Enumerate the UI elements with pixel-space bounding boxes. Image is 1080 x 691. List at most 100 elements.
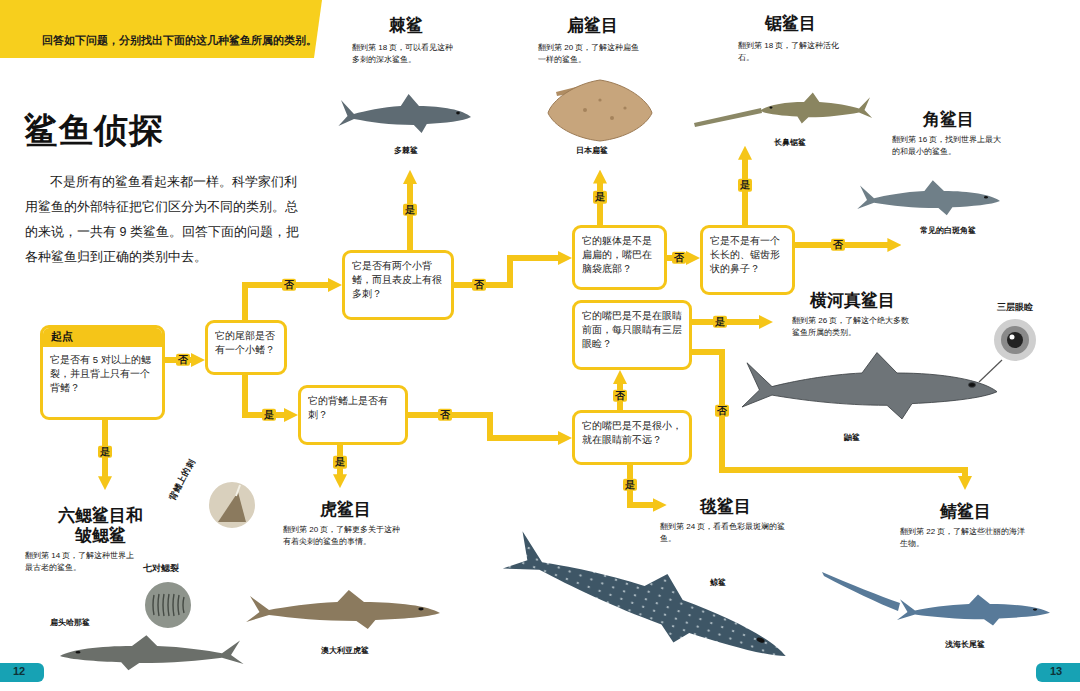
question-box: 它是不是有一个长长的、锯齿形状的鼻子？ bbox=[700, 225, 795, 295]
start-tag: 起点 bbox=[43, 328, 162, 347]
question-box: 起点它是否有 5 对以上的鳃裂，并且背上只有一个背鳍？ bbox=[40, 325, 165, 420]
callout-label: 三层眼睑 bbox=[997, 302, 1033, 314]
category-note: 翻到第 18 页，了解这种活化石。 bbox=[738, 40, 842, 64]
page-number: 13 bbox=[1050, 665, 1062, 677]
category-circle: 角鲨目翻到第 16 页，找到世界上最大的和最小的鲨鱼。常见的白斑角鲨 bbox=[868, 100, 1028, 260]
gill-zoom bbox=[144, 581, 192, 629]
edge-label: 是 bbox=[262, 409, 276, 421]
sixgill-shark-figure bbox=[60, 635, 244, 670]
category-heading: 毯鲨目 bbox=[630, 497, 820, 517]
category-note: 翻到第 18 页，可以看见这种多刺的深水鲨鱼。 bbox=[352, 42, 460, 66]
intro-paragraph: 不是所有的鲨鱼看起来都一样。科学家们利用鲨鱼的外部特征把它们区分为不同的类别。总… bbox=[25, 170, 303, 270]
circle-fill bbox=[630, 485, 820, 675]
edge-label: 否 bbox=[176, 354, 190, 366]
edge-label: 是 bbox=[403, 204, 417, 216]
species-caption: 澳大利亚虎鲨 bbox=[253, 646, 437, 656]
edge-label: 否 bbox=[472, 279, 486, 291]
species-caption: 鼬鲨 bbox=[762, 433, 942, 443]
category-note: 翻到第 16 页，找到世界上最大的和最小的鲨鱼。 bbox=[892, 134, 1004, 158]
page-title: 鲨鱼侦探 bbox=[24, 108, 164, 154]
question-text: 它是否有两个小背鳍，而且表皮上有很多刺？ bbox=[345, 253, 451, 306]
category-circle: 扁鲨目翻到第 20 页，了解这种扁鱼一样的鲨鱼。日本扁鲨 bbox=[510, 6, 674, 170]
question-box: 它的躯体是不是扁扁的，嘴巴在脑袋底部？ bbox=[572, 225, 667, 290]
circle-fill bbox=[870, 490, 1060, 680]
flow-arrow bbox=[692, 319, 763, 325]
category-circle: 虎鲨目翻到第 20 页，了解更多关于这种有着尖刺的鲨鱼的事情。澳大利亚虎鲨 bbox=[253, 488, 437, 672]
species-caption: 常见的白斑角鲨 bbox=[868, 226, 1028, 236]
question-box: 它的嘴巴是不是很小，就在眼睛前不远？ bbox=[572, 410, 692, 465]
question-text: 它的躯体是不是扁扁的，嘴巴在脑袋底部？ bbox=[575, 228, 664, 281]
question-box: 它的尾部是否有一个小鳍？ bbox=[205, 320, 287, 375]
question-text: 它的尾部是否有一个小鳍？ bbox=[208, 323, 284, 363]
flow-arrow bbox=[408, 415, 562, 438]
edge-label: 是 bbox=[713, 316, 727, 328]
instruction-text: 回答如下问题，分别找出下面的这几种鲨鱼所属的类别。 bbox=[42, 34, 317, 48]
category-heading: 横河真鲨目 bbox=[762, 291, 942, 311]
category-note: 翻到第 24 页，看看色彩最斑斓的鲨鱼。 bbox=[660, 521, 790, 545]
question-box: 它是否有两个小背鳍，而且表皮上有很多刺？ bbox=[342, 250, 454, 320]
page-tab bbox=[0, 663, 44, 682]
circle-fill bbox=[762, 275, 942, 455]
species-caption: 鲸鲨 bbox=[710, 578, 726, 588]
shark-figure bbox=[742, 353, 997, 419]
species-caption: 日本扁鲨 bbox=[510, 146, 674, 156]
whale-shark-figure bbox=[499, 520, 798, 680]
thresher-shark-figure bbox=[822, 572, 1050, 626]
category-heading: 棘鲨 bbox=[324, 16, 488, 36]
edge-label: 否 bbox=[613, 390, 627, 402]
question-text: 它的嘴巴是不是在眼睛前面，每只眼睛有三层眼睑？ bbox=[575, 303, 689, 356]
category-circle: 毯鲨目翻到第 24 页，看看色彩最斑斓的鲨鱼。鲸鲨 bbox=[630, 485, 820, 675]
edge-label: 否 bbox=[438, 409, 452, 421]
shark-figure bbox=[338, 94, 471, 133]
question-text: 它的背鳍上是否有刺？ bbox=[301, 388, 405, 428]
angel-shark-figure bbox=[548, 80, 652, 141]
edge-label: 否 bbox=[831, 239, 845, 251]
circle-fill bbox=[510, 6, 674, 170]
edge-label: 是 bbox=[98, 445, 112, 457]
sawshark-figure bbox=[694, 92, 872, 127]
category-heading: 虎鲨目 bbox=[253, 500, 437, 520]
category-circle: 棘鲨翻到第 18 页，可以看见这种多刺的深水鲨鱼。多棘鲨 bbox=[324, 6, 488, 170]
question-text: 它的嘴巴是不是很小，就在眼睛前不远？ bbox=[575, 413, 689, 453]
category-heading: 角鲨目 bbox=[868, 110, 1028, 130]
category-heading: 扁鲨目 bbox=[510, 16, 674, 36]
species-caption: 浅海长尾鲨 bbox=[870, 640, 1060, 650]
question-text: 它是否有 5 对以上的鳃裂，并且背上只有一个背鳍？ bbox=[43, 347, 162, 400]
callout-label: 七对鳃裂 bbox=[143, 563, 179, 575]
question-text: 它是不是有一个长长的、锯齿形状的鼻子？ bbox=[703, 228, 792, 281]
category-heading: 鲭鲨目 bbox=[870, 502, 1060, 522]
circle-fill bbox=[253, 488, 437, 672]
edge-label: 否 bbox=[715, 405, 729, 417]
category-note: 翻到第 26 页，了解这个绝大多数鲨鱼所属的类别。 bbox=[792, 315, 912, 339]
callout-label: 背鳍上的刺 bbox=[167, 457, 199, 502]
category-circle: 横河真鲨目翻到第 26 页，了解这个绝大多数鲨鱼所属的类别。鼬鲨 bbox=[762, 275, 942, 455]
category-heading: 锯鲨目 bbox=[712, 14, 868, 34]
species-caption: 长鼻锯鲨 bbox=[712, 138, 868, 148]
category-circle: 鲭鲨目翻到第 22 页，了解这些壮丽的海洋生物。浅海长尾鲨 bbox=[870, 490, 1060, 680]
category-note: 翻到第 20 页，了解更多关于这种有着尖刺的鲨鱼的事情。 bbox=[283, 524, 407, 548]
flow-arrow bbox=[692, 352, 965, 480]
category-note: 翻到第 20 页，了解这种扁鱼一样的鲨鱼。 bbox=[538, 42, 646, 66]
page-tab bbox=[1036, 663, 1080, 682]
edge-label: 否 bbox=[672, 252, 686, 264]
circle-fill bbox=[324, 6, 488, 170]
instruction-banner bbox=[0, 0, 322, 58]
category-note: 翻到第 14 页，了解这种世界上最古老的鲨鱼。 bbox=[25, 550, 137, 574]
species-caption: 扁头哈那鲨 bbox=[50, 618, 90, 628]
shark-figure bbox=[857, 180, 1000, 215]
shark-figure bbox=[246, 590, 440, 629]
circle-fill bbox=[5, 490, 195, 680]
species-caption: 多棘鲨 bbox=[324, 146, 488, 156]
category-circle: 锯鲨目翻到第 18 页，了解这种活化石。长鼻锯鲨 bbox=[712, 4, 868, 160]
eye-zoom bbox=[979, 318, 1037, 382]
edge-label: 否 bbox=[282, 279, 296, 291]
edge-label: 是 bbox=[738, 179, 752, 191]
spine-zoom bbox=[208, 481, 256, 529]
question-box: 它的背鳍上是否有刺？ bbox=[298, 385, 408, 445]
question-box: 它的嘴巴是不是在眼睛前面，每只眼睛有三层眼睑？ bbox=[572, 300, 692, 370]
category-circle: 六鳃鲨目和皱鳃鲨翻到第 14 页，了解这种世界上最古老的鲨鱼。扁头哈那鲨 bbox=[5, 490, 195, 680]
edge-label: 是 bbox=[623, 479, 637, 491]
circle-fill bbox=[712, 4, 868, 160]
circle-fill bbox=[868, 100, 1028, 260]
flow-arrow bbox=[454, 258, 562, 285]
